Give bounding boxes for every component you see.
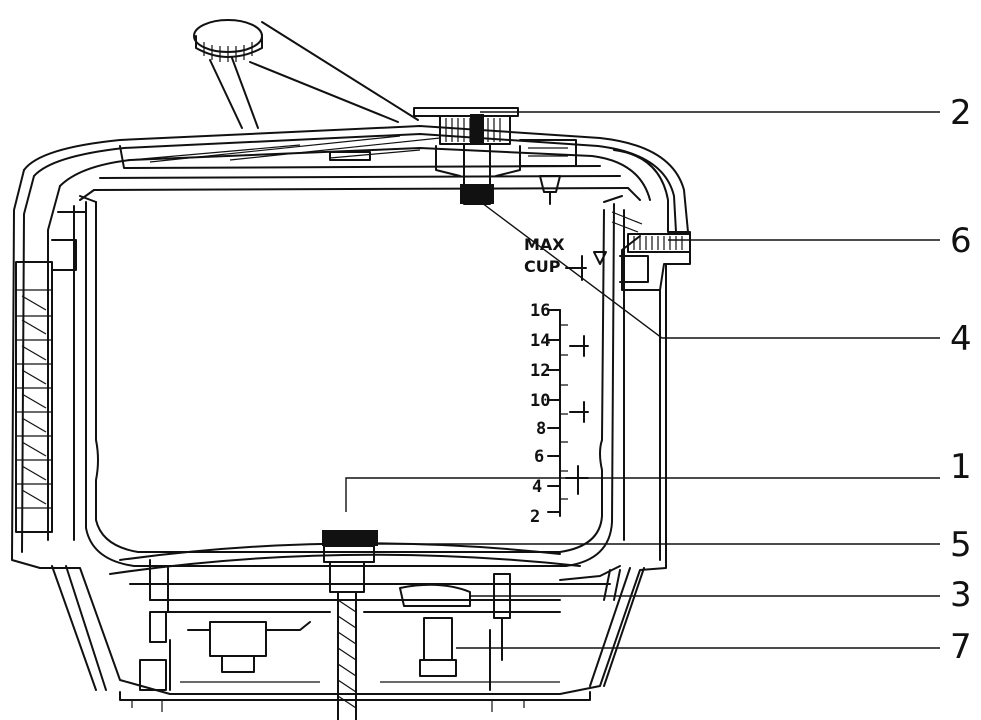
callout-7: 7 xyxy=(950,627,972,667)
leader-4 xyxy=(477,199,940,339)
lid xyxy=(23,125,689,233)
scale-10: 10 xyxy=(530,391,550,411)
callout-2: 2 xyxy=(950,93,972,133)
scale-14: 14 xyxy=(530,331,550,351)
callout-leaders xyxy=(345,111,940,649)
cup-label: CUP xyxy=(524,257,561,276)
callout-4: 4 xyxy=(950,319,972,359)
heating-plate-and-sensor xyxy=(109,530,581,720)
callout-5: 5 xyxy=(950,525,972,565)
callout-6: 6 xyxy=(950,221,972,261)
scale-6: 6 xyxy=(534,447,544,467)
base-internals xyxy=(129,559,621,691)
lid-handle xyxy=(193,19,419,129)
leader-1 xyxy=(345,477,940,512)
callout-labels: 2 6 4 1 5 3 7 xyxy=(950,93,972,667)
side-control-panel xyxy=(15,211,87,533)
scale-8: 8 xyxy=(536,419,546,439)
scale-16: 16 xyxy=(530,301,550,321)
scale-4: 4 xyxy=(532,477,542,497)
pressure-release-valve xyxy=(413,107,577,205)
scale-2: 2 xyxy=(530,507,540,527)
inner-pot xyxy=(73,195,625,567)
max-label: MAX xyxy=(524,235,565,254)
water-level-scale: MAX CUP 16 14 12 10 8 6 4 2 xyxy=(524,235,607,527)
callout-1: 1 xyxy=(950,447,972,487)
scale-12: 12 xyxy=(530,361,550,381)
lid-lock-mechanism xyxy=(611,149,691,291)
callout-3: 3 xyxy=(950,575,972,615)
